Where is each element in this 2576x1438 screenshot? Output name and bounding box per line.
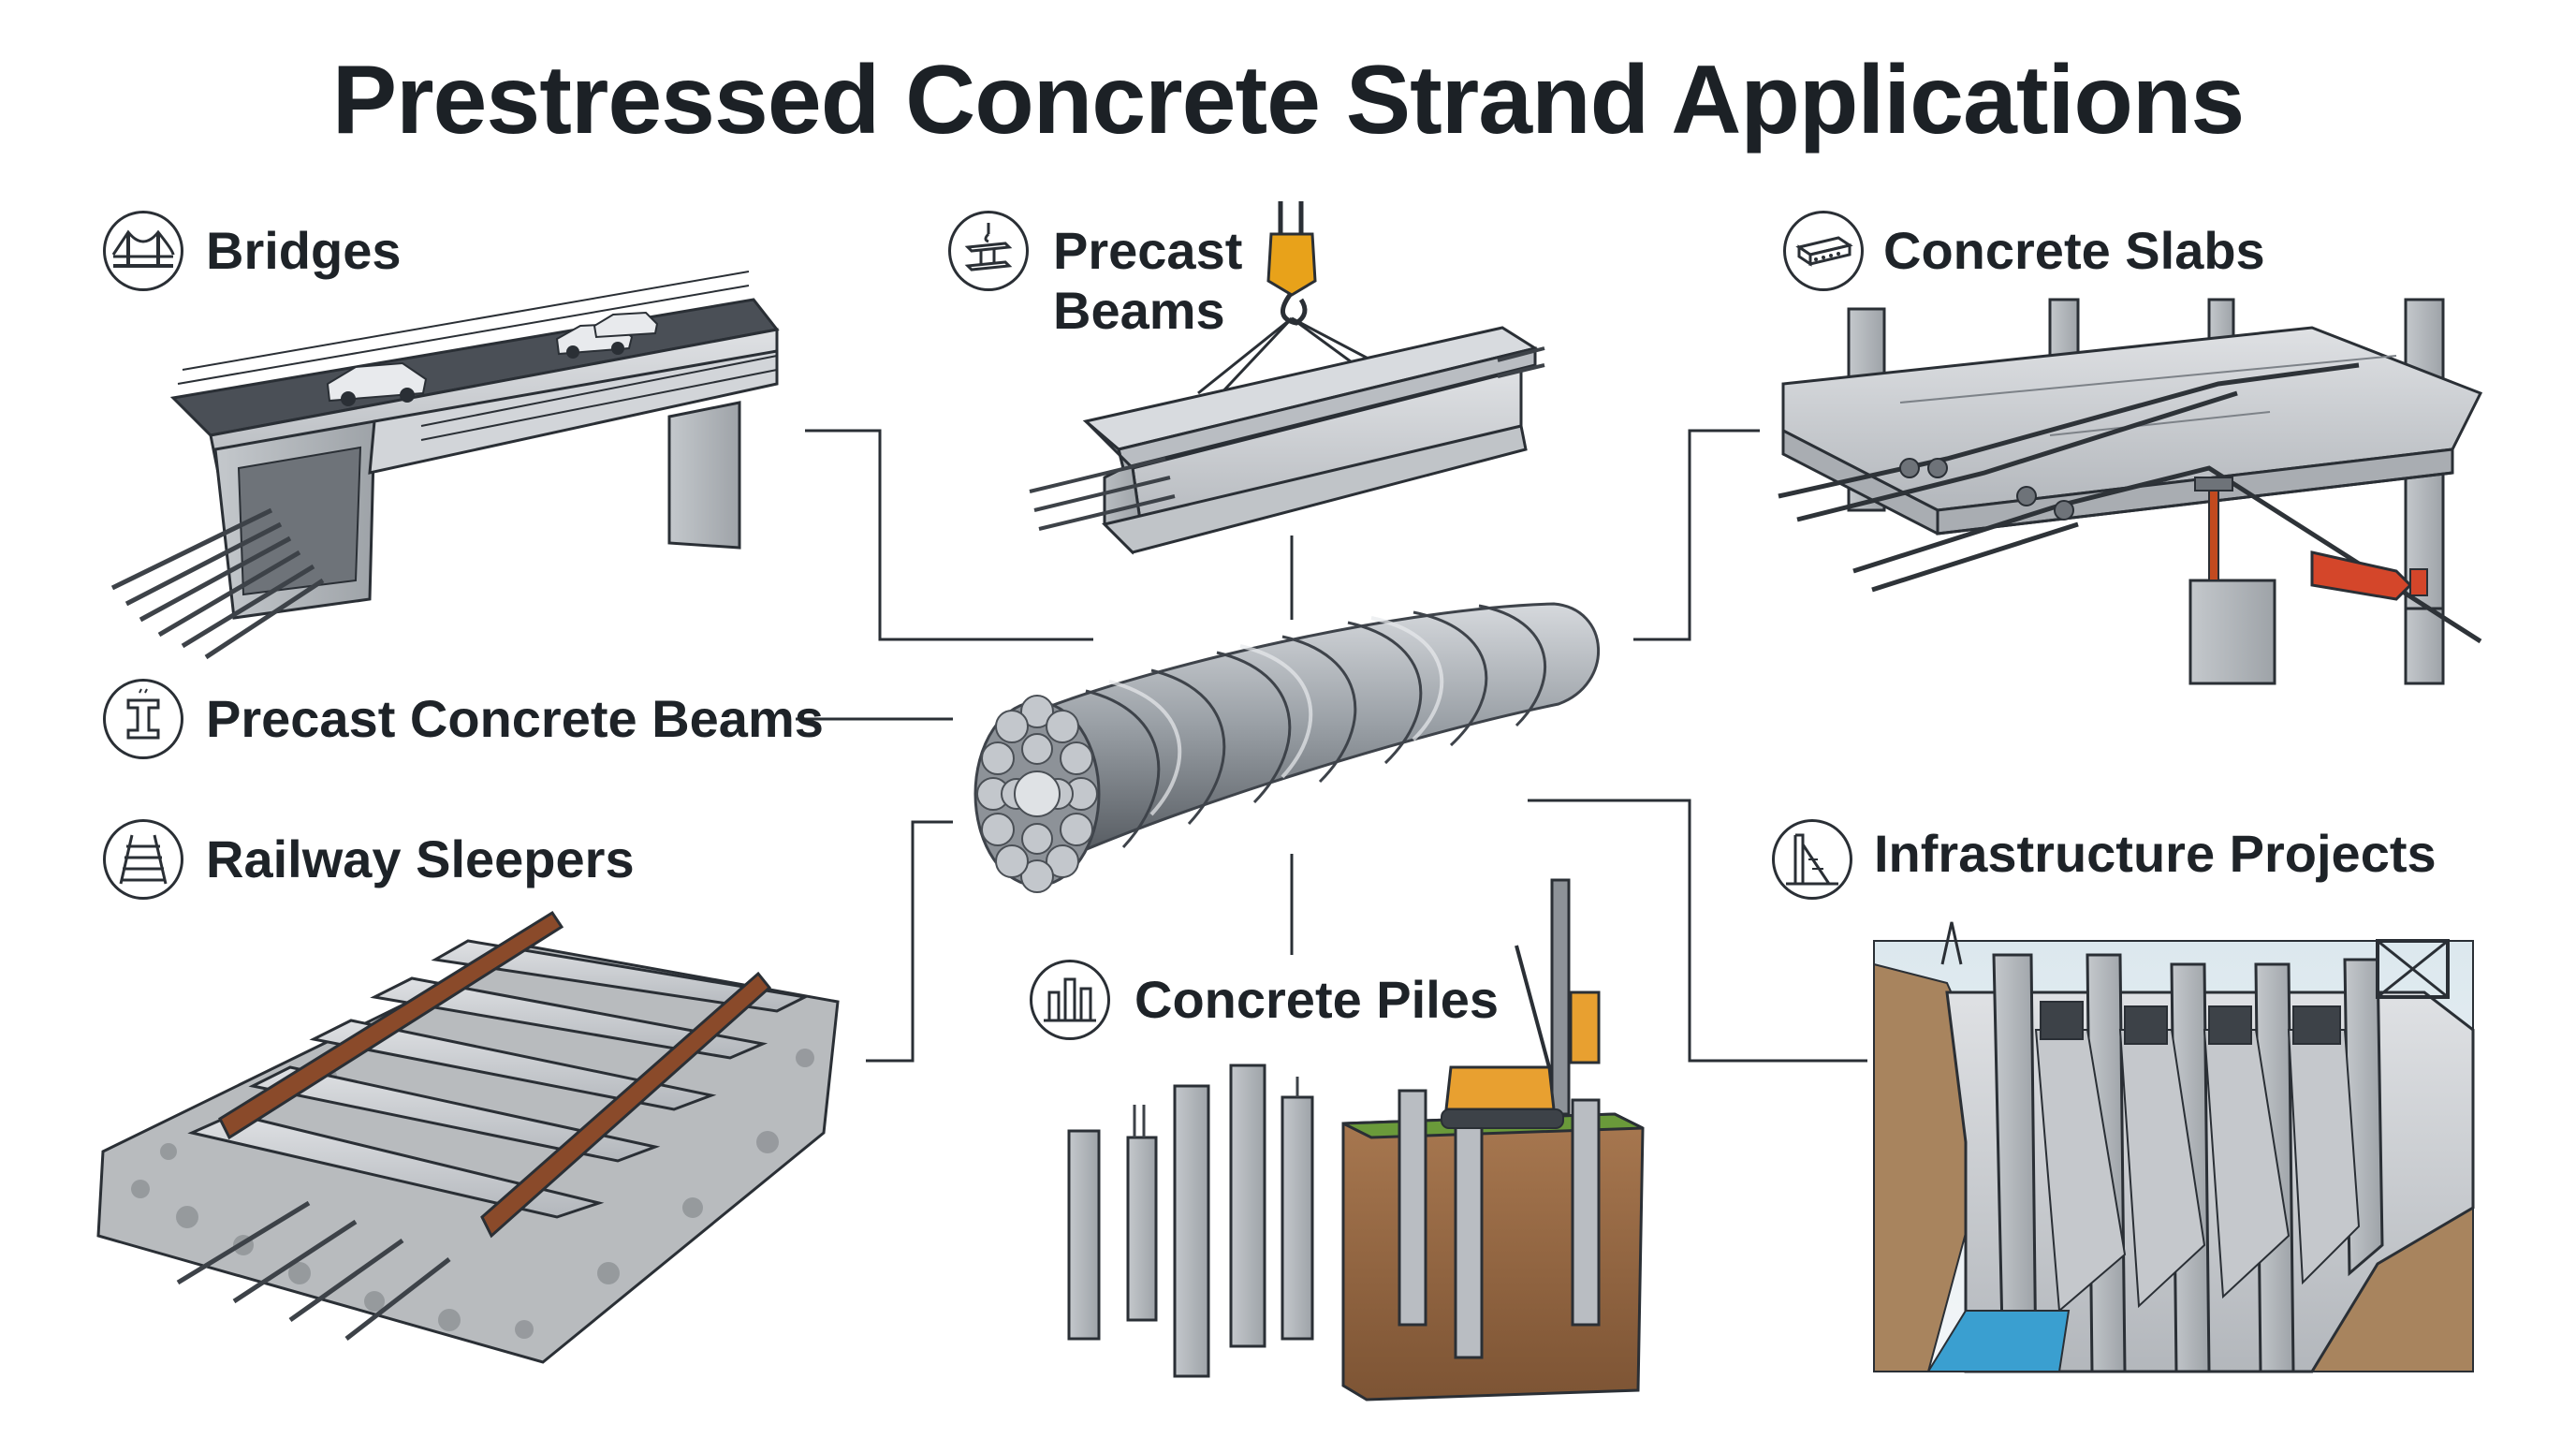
connector-infrastructure	[1528, 799, 1867, 1063]
i-beam-icon	[103, 679, 183, 759]
piles-illustration	[1067, 878, 1645, 1401]
piles-icon	[1030, 960, 1110, 1040]
i-beam-hook-icon	[948, 211, 1029, 291]
slab-icon	[1783, 211, 1864, 291]
page-title: Prestressed Concrete Strand Applications	[331, 46, 2246, 154]
dam-illustration	[1873, 921, 2475, 1373]
label-infrastructure-projects: Infrastructure Projects	[1874, 824, 2437, 883]
bridge-icon	[103, 211, 183, 291]
connector-railway-sleepers	[866, 820, 953, 1063]
label-precast-beams-line2: Beams	[1053, 281, 1225, 340]
label-precast-beams-line1: Precast	[1053, 221, 1243, 280]
connector-lines	[796, 429, 1867, 1063]
label-railway-sleepers: Railway Sleepers	[206, 829, 635, 888]
label-bridges: Bridges	[206, 221, 402, 280]
dam-icon	[1772, 819, 1852, 900]
lifted-beam-illustration	[1029, 201, 1545, 555]
railway-illustration	[96, 910, 840, 1364]
railway-track-icon	[103, 819, 183, 900]
bridge-illustration	[110, 271, 780, 660]
slab-illustration	[1778, 298, 2483, 685]
connector-bridges	[805, 429, 1093, 641]
label-concrete-piles: Concrete Piles	[1134, 970, 1500, 1029]
label-concrete-slabs: Concrete Slabs	[1883, 221, 2265, 280]
strand-illustration	[973, 602, 1601, 893]
label-precast-concrete-beams: Precast Concrete Beams	[206, 689, 824, 748]
connector-concrete-slabs	[1633, 429, 1760, 641]
